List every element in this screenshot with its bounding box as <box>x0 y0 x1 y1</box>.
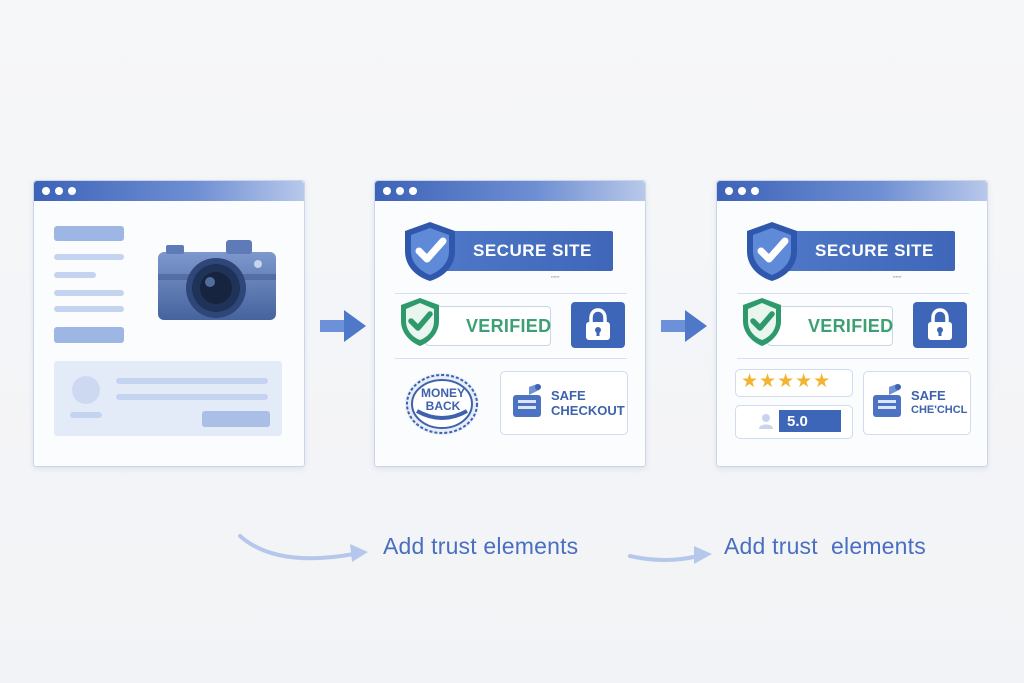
shield-check-icon <box>743 298 781 346</box>
window-dot <box>738 187 746 195</box>
caption-step-1: Add trust elements <box>383 533 579 559</box>
trust-page-1-window: SECURE SITE ▪▪▪▪▪▪ VERIFIED MONEY BACK <box>374 180 646 467</box>
window-dot <box>68 187 76 195</box>
placeholder-line <box>54 306 124 312</box>
window-dot <box>751 187 759 195</box>
curved-arrow-icon <box>238 534 368 562</box>
secure-site-banner: SECURE SITE <box>775 231 955 271</box>
placeholder-line <box>70 412 102 418</box>
secure-site-label: SECURE SITE <box>815 241 934 260</box>
money-back-line2: BACK <box>425 399 461 413</box>
separator <box>395 293 627 294</box>
placeholder-line <box>54 254 124 260</box>
placeholder-line <box>54 290 124 296</box>
arrow-right-icon <box>661 310 707 342</box>
window-dot <box>42 187 50 195</box>
safe-line2: CHE'CHCL <box>911 404 968 416</box>
placeholder-line <box>116 378 268 384</box>
safe-line1: SAFE <box>551 388 586 403</box>
verified-badge: VERIFIED <box>767 306 893 346</box>
window-titlebar <box>34 181 304 201</box>
original-page-window <box>33 180 305 467</box>
money-back-seal-icon <box>405 373 479 435</box>
arrow-right-icon <box>320 310 366 342</box>
separator <box>737 293 969 294</box>
window-dot <box>396 187 404 195</box>
placeholder-button <box>54 327 124 343</box>
money-back-line1: MONEY <box>421 386 466 400</box>
camera-icon <box>158 240 276 320</box>
window-dot <box>55 187 63 195</box>
placeholder-button <box>202 411 270 427</box>
curved-arrow-icon <box>628 546 712 564</box>
star-rating-card <box>735 369 853 397</box>
shield-check-icon <box>401 298 439 346</box>
verified-label: VERIFIED <box>466 315 552 336</box>
banner-caption: ▪▪▪▪▪▪ <box>551 274 560 279</box>
placeholder-line <box>54 272 96 278</box>
window-dot <box>409 187 417 195</box>
lock-icon <box>928 308 952 340</box>
secure-site-banner: SECURE SITE <box>433 231 613 271</box>
placeholder-heading <box>54 226 124 241</box>
window-dot <box>725 187 733 195</box>
safe-line2: CHECKOUT <box>551 403 625 418</box>
verified-badge: VERIFIED <box>425 306 551 346</box>
safe-line1: SAFE <box>911 388 946 403</box>
money-back-text: MONEY BACK <box>421 387 465 413</box>
lock-badge <box>571 302 625 348</box>
verified-label: VERIFIED <box>808 315 894 336</box>
wallet-icon <box>873 384 901 417</box>
window-titlebar <box>717 181 987 201</box>
secure-site-label: SECURE SITE <box>473 241 592 260</box>
safe-checkout-text: SAFE CHECKOUT <box>551 388 625 418</box>
placeholder-line <box>116 394 268 400</box>
caption-step-2: Add trust elements <box>724 533 926 559</box>
separator <box>395 358 627 359</box>
separator <box>737 358 969 359</box>
window-dot <box>383 187 391 195</box>
shield-check-icon <box>747 222 797 281</box>
safe-checkout-text: SAFE CHE'CHCL <box>911 388 967 418</box>
banner-caption: ▪▪▪▪▪▪ <box>893 274 902 279</box>
shield-check-icon <box>405 222 455 281</box>
lock-badge <box>913 302 967 348</box>
lock-icon <box>586 308 610 340</box>
window-titlebar <box>375 181 645 201</box>
star-rating: ★★★★★ <box>741 371 832 392</box>
user-icon <box>759 414 773 429</box>
wallet-icon <box>513 384 541 417</box>
trust-page-2-window: SECURE SITE ▪▪▪▪▪▪ VERIFIED ★★★★★ 5.0 <box>716 180 988 467</box>
placeholder-avatar <box>72 376 100 404</box>
rating-score: 5.0 <box>779 410 841 432</box>
